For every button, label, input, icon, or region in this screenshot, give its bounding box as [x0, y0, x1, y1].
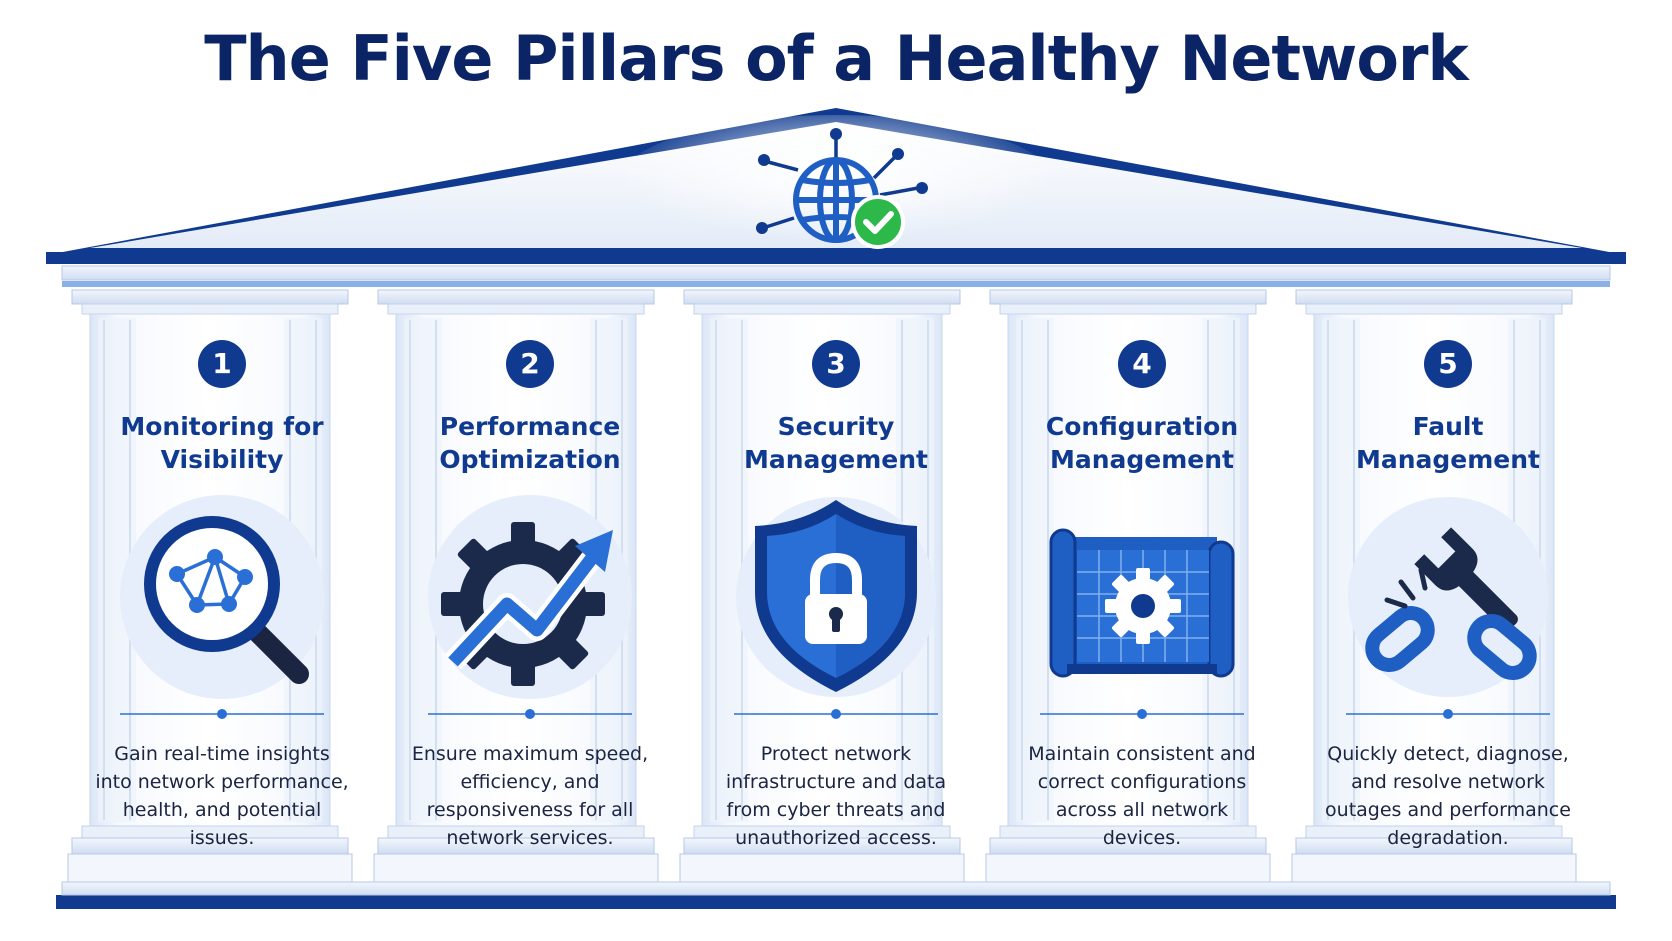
gear-trend-arrow-icon [428, 495, 632, 699]
divider [1040, 709, 1244, 719]
pillar-title: Monitoring for Visibility [120, 412, 324, 474]
pillar-1: 1 Monitoring for Visibility Gain real-ti… [92, 340, 352, 849]
pillar-description: Quickly detect, diagnose, and resolve ne… [1325, 743, 1571, 849]
pillar-description: Ensure maximum speed, efficiency, and re… [411, 743, 649, 849]
pillar-title: Fault Management [1355, 412, 1541, 474]
pillar-2: 2 Performance Optimization Ensure maximu… [400, 340, 660, 849]
page-title: The Five Pillars of a Healthy Network [204, 22, 1468, 95]
divider [1346, 709, 1550, 719]
pillar-number-badge: 1 [198, 340, 246, 388]
pillar-description: Protect network infrastructure and data … [725, 743, 947, 849]
pillar-number-badge: 3 [812, 340, 860, 388]
shield-lock-icon [736, 497, 936, 697]
pillar-title: Configuration Management [1045, 412, 1239, 474]
wrench-broken-link-icon [1348, 497, 1548, 697]
pillar-number-badge: 2 [506, 340, 554, 388]
blueprint-gear-icon [1049, 528, 1235, 678]
magnifier-network-icon [120, 495, 324, 699]
pillar-description: Gain real-time insights into network per… [95, 743, 349, 849]
divider [734, 709, 938, 719]
pillar-title: Performance Optimization [439, 412, 621, 474]
pillar-3: 3 Security Management Protect network in… [706, 340, 966, 849]
divider [120, 709, 324, 719]
pillar-title: Security Management [743, 412, 929, 474]
pillar-number-badge: 5 [1424, 340, 1472, 388]
pillar-number-badge: 4 [1118, 340, 1166, 388]
pillar-4: 4 Configuration Management [1012, 340, 1272, 849]
pillar-5: 5 Fault Management Quickly detect, diagn… [1318, 340, 1578, 849]
divider [428, 709, 632, 719]
globe-network-check-icon [756, 128, 928, 249]
temple-base [56, 881, 1616, 909]
pillar-description: Maintain consistent and correct configur… [1028, 743, 1256, 849]
